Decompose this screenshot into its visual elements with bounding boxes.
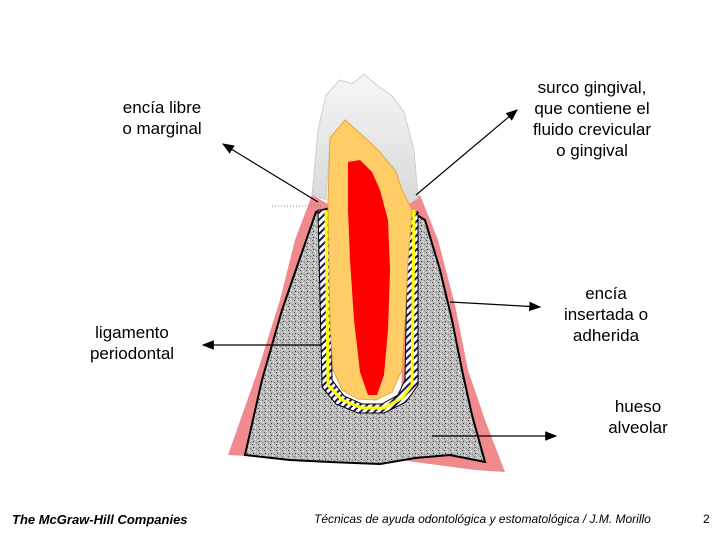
label-surco-gingival: surco gingival, que contiene el fluido c… xyxy=(512,77,672,161)
label-line: encía xyxy=(585,284,627,303)
label-line: fluido crevicular xyxy=(532,120,652,139)
footer-publisher: The McGraw-Hill Companies xyxy=(12,512,188,527)
label-line: insertada o xyxy=(563,305,649,324)
label-line: ligamento xyxy=(95,323,169,342)
label-encia-insertada: encía insertada o adherida xyxy=(550,283,662,346)
label-line: hueso xyxy=(614,397,662,416)
arrow-surco-gingival xyxy=(415,109,518,196)
arrow-encia-libre xyxy=(221,143,319,203)
footer-title: Técnicas de ayuda odontológica y estomat… xyxy=(314,512,651,526)
label-line: que contiene el xyxy=(534,99,650,118)
label-line: adherida xyxy=(572,326,640,345)
arrow-encia-insertada xyxy=(449,301,542,312)
pulp-shape xyxy=(348,160,390,395)
label-encia-libre: encía libre o marginal xyxy=(106,97,218,139)
label-line: o gingival xyxy=(556,141,628,160)
label-ligamento: ligamento periodontal xyxy=(76,322,188,364)
label-line: periodontal xyxy=(89,344,175,363)
label-hueso: hueso alveolar xyxy=(588,396,688,438)
ligament-yellow-line xyxy=(324,209,416,410)
label-line: surco gingival, xyxy=(537,78,647,97)
label-line: o marginal xyxy=(122,119,202,138)
label-line: encía libre xyxy=(122,98,202,117)
label-line: alveolar xyxy=(608,418,668,437)
page-number: 2 xyxy=(703,512,710,526)
